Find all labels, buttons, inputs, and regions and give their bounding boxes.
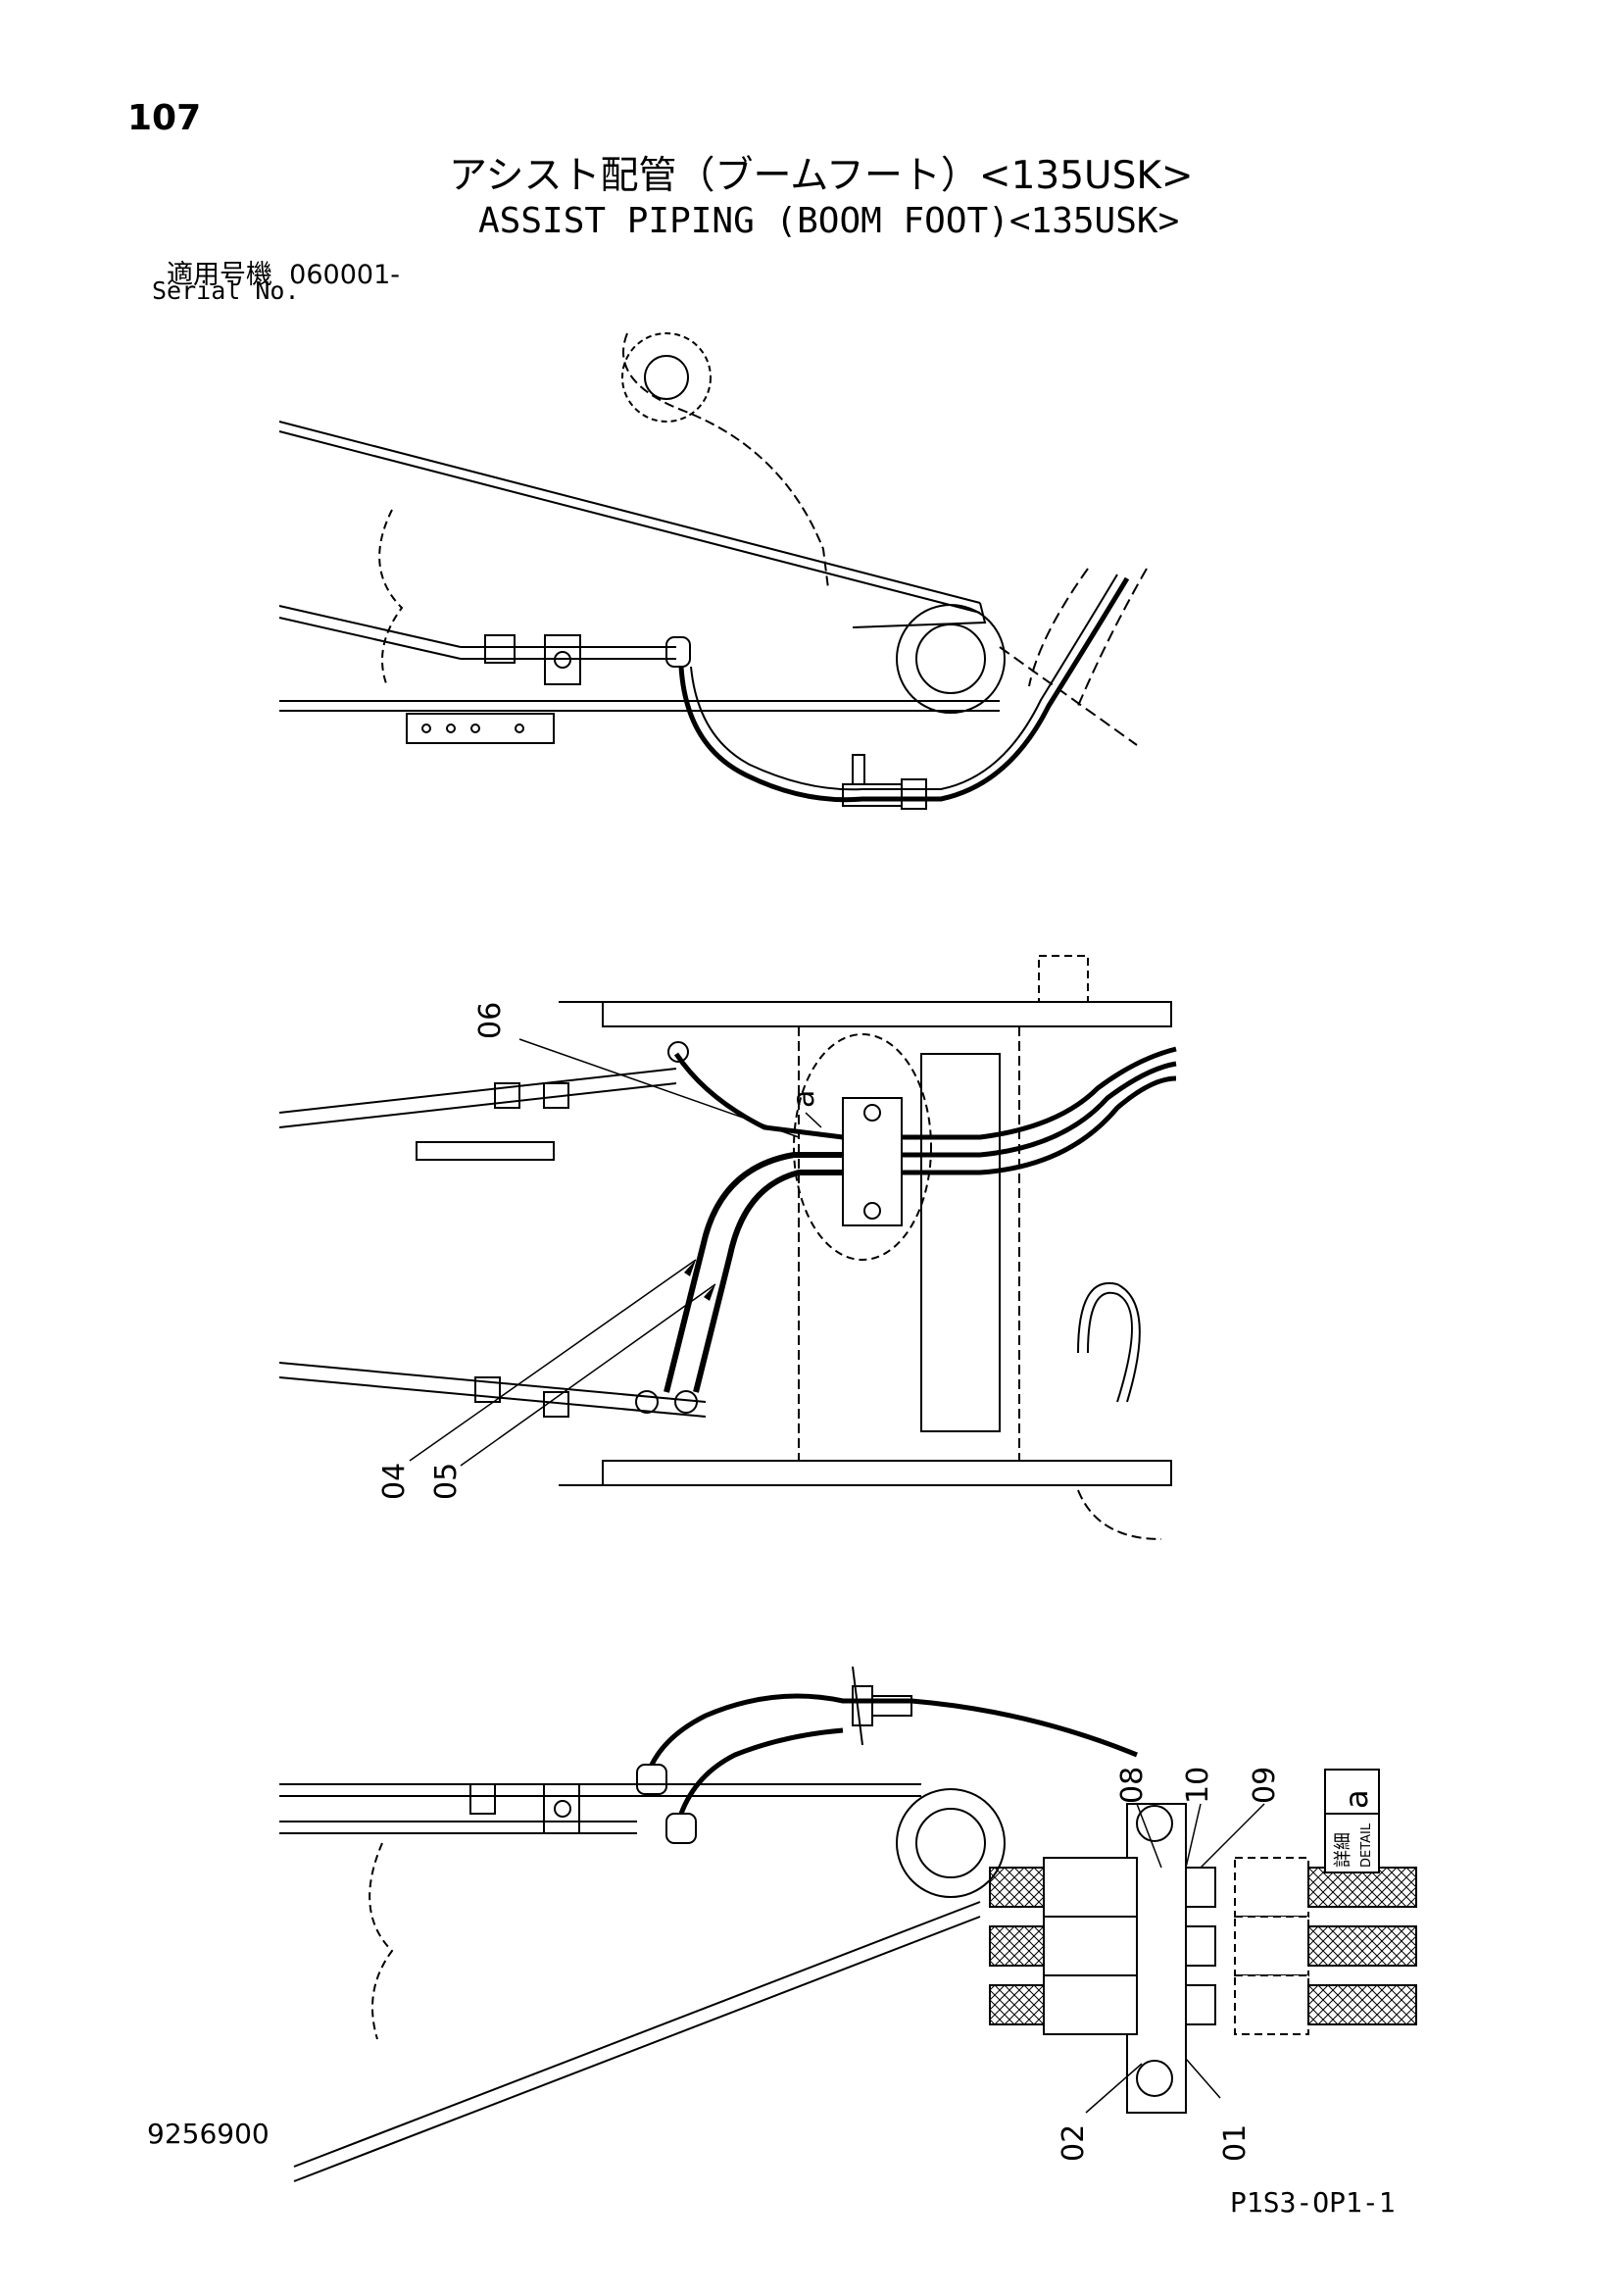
- page-number: 107: [127, 98, 202, 138]
- manifold-block: [842, 1097, 903, 1226]
- serial-number-line: 適用号機 060001-: [167, 253, 400, 291]
- hoses-top-right: [902, 1046, 1177, 1140]
- callout-02: 02: [1057, 2124, 1091, 2162]
- hose-04: [664, 1152, 843, 1393]
- detail-hose-rows: [989, 1857, 1417, 2035]
- callout-09: 09: [1248, 1767, 1282, 1804]
- hose-05: [693, 1170, 843, 1393]
- detail-label-japanese: 詳細: [1333, 1832, 1353, 1868]
- callout-08: 08: [1115, 1767, 1150, 1804]
- boom-foot-pin-bottom: [896, 1788, 1006, 1898]
- callout-01: 01: [1218, 2124, 1253, 2162]
- side-view-top: [278, 332, 1148, 810]
- detail-label-english: DETAIL: [1359, 1822, 1374, 1868]
- page-code: P1S3-OP1-1: [1230, 2186, 1396, 2219]
- serial-label-japanese: 適用号機: [167, 260, 272, 290]
- callout-04: 04: [377, 1463, 412, 1500]
- detail-a-view: [989, 1769, 1417, 2114]
- page-title-japanese: アシスト配管（ブームフート）<135USK>: [449, 154, 1194, 198]
- callout-06: 06: [473, 1002, 508, 1039]
- serial-number-value: 060001-: [289, 260, 400, 290]
- callout-05: 05: [429, 1463, 464, 1500]
- hose-06: [673, 1052, 844, 1140]
- hoses-side-view-bottom: [649, 1693, 1138, 1767]
- serial-label-english: Serial No.: [152, 276, 300, 305]
- boom-pin-top: [621, 332, 712, 423]
- callout-10: 10: [1181, 1767, 1215, 1804]
- boom-foot-pin-top: [896, 604, 1006, 714]
- detail-a-circle: [793, 1033, 932, 1261]
- hose-side-view-top: [678, 576, 1130, 803]
- drawing-number: 9256900: [147, 2118, 270, 2150]
- side-view-bottom: [279, 1666, 1138, 2182]
- detail-label-box: [1324, 1769, 1380, 1873]
- detail-letter: a: [1338, 1789, 1375, 1809]
- page-title-english: ASSIST PIPING (BOOM FOOT)<135USK>: [478, 201, 1180, 241]
- callout-a: a: [787, 1090, 821, 1108]
- top-view-middle: [278, 955, 1177, 1540]
